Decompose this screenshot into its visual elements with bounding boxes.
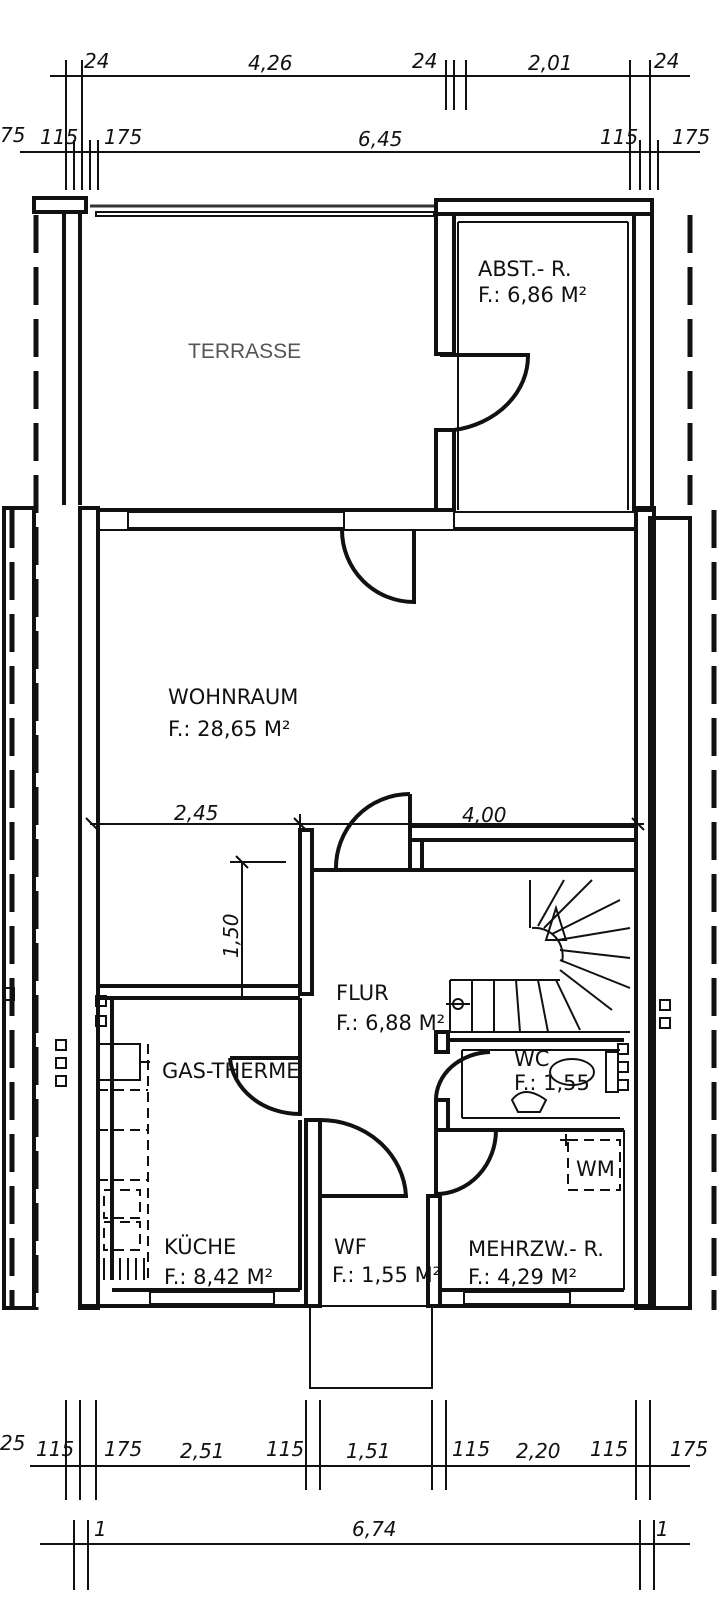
room-wf-label: WF xyxy=(334,1235,367,1259)
dim-inner-150: 1,50 xyxy=(219,913,243,958)
inner-dimension-lines xyxy=(85,814,645,1000)
dim-bottom-left-cut: 25 xyxy=(0,1431,25,1455)
toilet-icon xyxy=(510,1091,548,1113)
room-wohnraum-label: WOHNRAUM xyxy=(168,685,298,709)
dim-bottom-151: 1,51 xyxy=(346,1439,391,1463)
dim-bottom-115-a: 115 xyxy=(36,1437,74,1461)
dim-bottom2-1-left: 1 xyxy=(94,1517,107,1541)
room-wc-label: WC xyxy=(514,1047,549,1071)
dim-top-24-right: 24 xyxy=(654,49,679,73)
dim-top-24-mid: 24 xyxy=(412,49,437,73)
room-abstellraum-label: ABST.- R. xyxy=(478,257,572,281)
top-dimension-lines xyxy=(20,60,700,190)
door-terrasse xyxy=(340,529,416,605)
wall-blocks xyxy=(3,987,671,1091)
room-kueche-label: KÜCHE xyxy=(164,1234,236,1259)
dim-bottom-115-c: 115 xyxy=(452,1437,490,1461)
wm-fixture xyxy=(560,1134,621,1191)
dim-bottom-175-b: 175 xyxy=(670,1437,708,1461)
dim-top-201: 2,01 xyxy=(528,51,573,75)
room-mehrzweck-label: MEHRZW.- R. xyxy=(468,1237,604,1261)
room-wf-area: F.: 1,55 M² xyxy=(332,1263,441,1287)
kitchen-fixtures xyxy=(97,1043,150,1280)
door-kueche xyxy=(228,1056,302,1117)
doors xyxy=(228,353,531,1198)
room-mehrzweck-area: F.: 4,29 M² xyxy=(468,1265,577,1289)
door-wf xyxy=(319,1117,409,1198)
room-wc-area: F.: 1,55 xyxy=(514,1071,590,1095)
door-mehrzweck xyxy=(434,1129,498,1197)
dim-bottom2-1-right: 1 xyxy=(656,1517,669,1541)
dim-top2-645: 6,45 xyxy=(358,127,403,151)
gas-therme-unit xyxy=(97,1043,141,1081)
dim-bottom2-674: 6,74 xyxy=(352,1517,397,1541)
dim-top2-175-left: 175 xyxy=(104,125,142,149)
room-flur-area: F.: 6,88 M² xyxy=(336,1011,445,1035)
room-abstellraum-area: F.: 6,86 M² xyxy=(478,283,587,307)
dim-bottom-115-d: 115 xyxy=(590,1437,628,1461)
neighbour-dashed-walls xyxy=(9,215,717,1310)
walls xyxy=(2,196,692,1389)
dim-bottom-175-a: 175 xyxy=(104,1437,142,1461)
room-wohnraum-area: F.: 28,65 M² xyxy=(168,717,290,741)
dim-bottom-115-b: 115 xyxy=(266,1437,304,1461)
dim-top-24-left: 24 xyxy=(84,49,109,73)
dim-bottom-251: 2,51 xyxy=(180,1439,225,1463)
room-kueche-area: F.: 8,42 M² xyxy=(164,1265,273,1289)
wm-label: WM xyxy=(576,1157,615,1181)
bottom-dimension-lines xyxy=(30,1400,690,1590)
dim-inner-400: 4,00 xyxy=(462,803,507,827)
room-terrasse-label: TERRASSE xyxy=(188,340,301,363)
wc-basin-icon xyxy=(549,1058,595,1086)
dim-top2-175-right: 175 xyxy=(672,125,710,149)
gas-therme-label: GAS-THERME xyxy=(162,1059,299,1083)
dim-top-426: 4,26 xyxy=(248,51,293,75)
dim-top2-115-left: 115 xyxy=(40,125,78,149)
dim-top2-115-right: 115 xyxy=(600,125,638,149)
dim-bottom-220: 2,20 xyxy=(516,1439,561,1463)
dim-top2-left-cut: 75 xyxy=(0,123,25,147)
door-abstellraum xyxy=(440,353,531,432)
dim-inner-245: 2,45 xyxy=(174,801,219,825)
door-wohnraum xyxy=(333,792,412,872)
door-wc xyxy=(434,1040,491,1101)
staircase xyxy=(446,879,631,1033)
room-flur-label: FLUR xyxy=(336,981,389,1005)
